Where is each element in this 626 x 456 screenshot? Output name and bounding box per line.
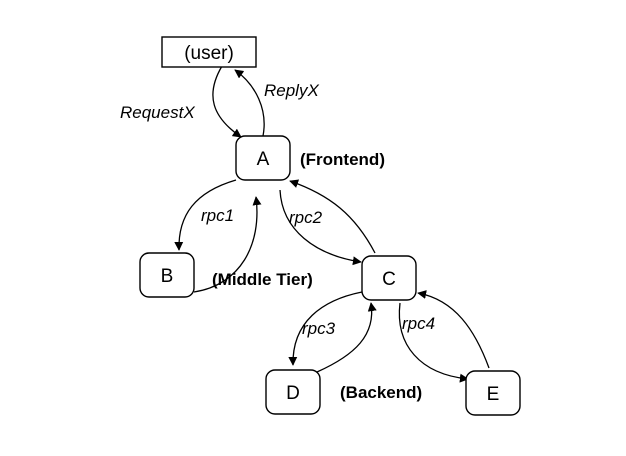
edge-rpc1-b-to-a	[193, 196, 262, 293]
node-c: C	[361, 255, 417, 301]
edge-label-rpc3: rpc3	[302, 319, 336, 338]
svg-text:(user): (user)	[184, 43, 234, 64]
svg-text:E: E	[487, 384, 500, 405]
edge-label-rpc1: rpc1	[201, 206, 234, 225]
node-e: E	[465, 370, 521, 416]
node-b: B	[139, 252, 195, 298]
node-user: (user)	[161, 36, 257, 68]
node-a: A	[235, 135, 291, 181]
svg-text:A: A	[257, 149, 270, 170]
edge-request-user-to-a	[212, 65, 242, 138]
edge-reply-a-to-user	[234, 69, 265, 137]
edge-rpc3-d-to-c	[316, 302, 377, 373]
edge-rpc3-c-to-d	[288, 291, 363, 366]
tier-label-frontend: (Frontend)	[300, 150, 385, 169]
tier-label-backend: (Backend)	[340, 383, 422, 402]
svg-text:B: B	[161, 266, 174, 287]
edge-label-reply: ReplyX	[264, 81, 319, 100]
edge-label-rpc2: rpc2	[289, 208, 323, 227]
svg-text:C: C	[382, 269, 396, 290]
edge-label-rpc4: rpc4	[402, 314, 435, 333]
edge-rpc2-a-to-c	[279, 189, 362, 266]
edge-rpc4-c-to-e	[398, 302, 469, 383]
edge-label-request: RequestX	[120, 103, 195, 122]
svg-text:D: D	[286, 383, 300, 404]
edge-rpc1-a-to-b	[174, 179, 237, 251]
edge-rpc4-e-to-c	[417, 290, 490, 369]
node-d: D	[265, 369, 321, 415]
tier-label-middle: (Middle Tier)	[212, 270, 313, 289]
edge-rpc2-c-to-a	[289, 179, 376, 254]
